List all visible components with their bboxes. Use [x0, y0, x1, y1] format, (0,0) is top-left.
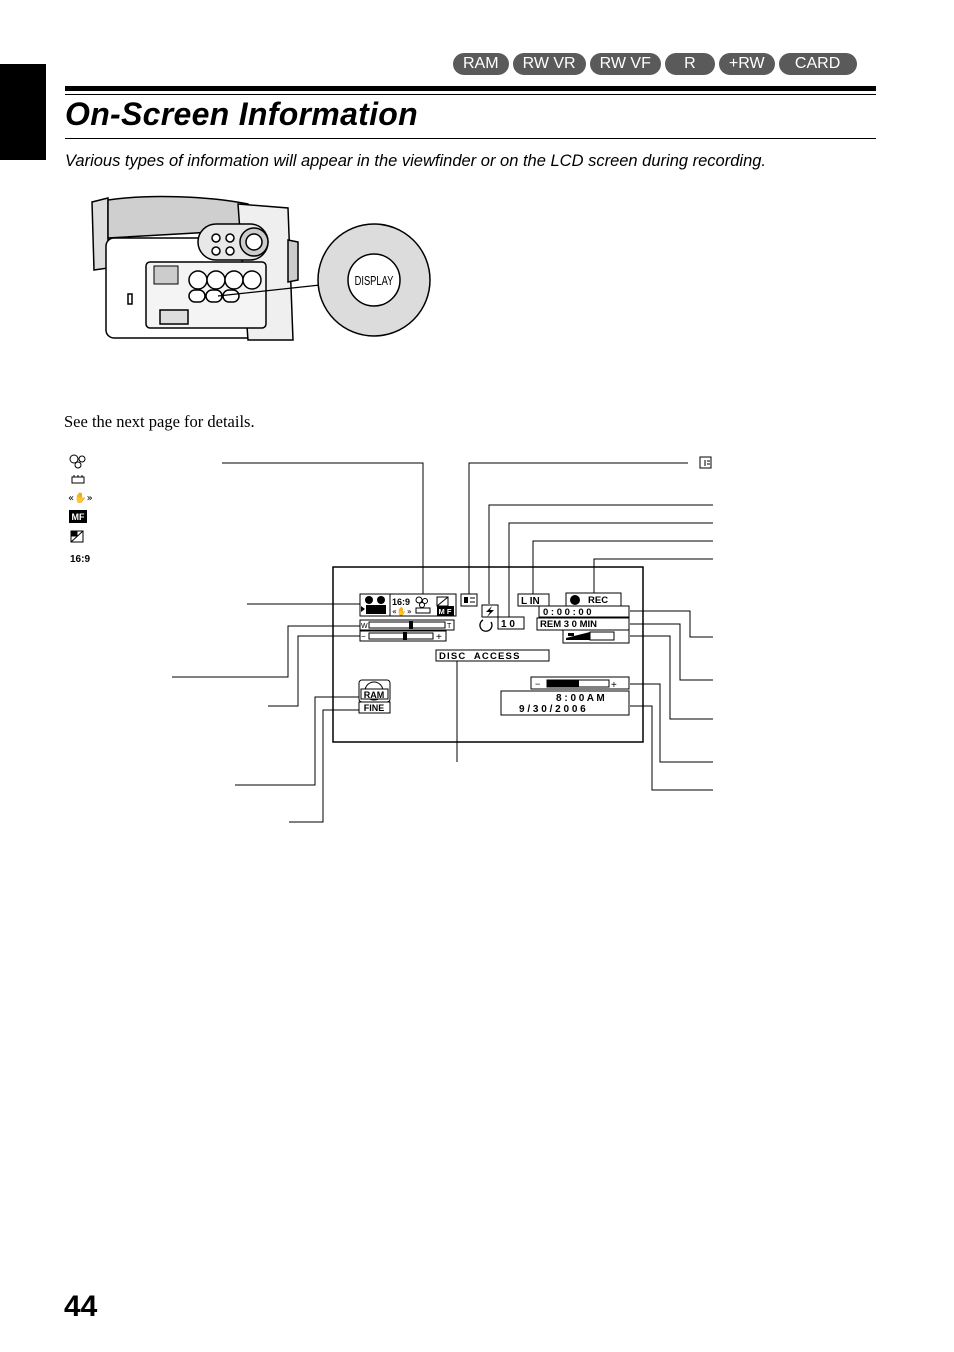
picture-effect-icon — [70, 530, 84, 543]
section-tab — [0, 64, 46, 160]
svg-text:W: W — [361, 623, 368, 630]
widescreen-indicator: 16:9 — [392, 597, 410, 607]
svg-text:RAM: RAM — [364, 690, 385, 700]
svg-text:−: − — [361, 632, 366, 641]
svg-text:T: T — [447, 623, 452, 630]
tab-card: CARD — [778, 53, 857, 75]
svg-text:9 / 3 0 / 2 0 0 6: 9 / 3 0 / 2 0 0 6 — [519, 704, 586, 715]
svg-text:16:9: 16:9 — [70, 554, 90, 565]
disc-type-indicator: RAM — [358, 679, 391, 703]
svg-text:MF: MF — [72, 512, 85, 522]
svg-text:FINE: FINE — [364, 703, 385, 713]
backlight-icon — [71, 475, 85, 484]
lcd-frame — [332, 566, 644, 743]
memory-card-icon — [699, 456, 712, 469]
line-input-indicator: L IN — [517, 593, 550, 607]
tab-plus-rw: +RW — [718, 53, 775, 75]
remaining-time: REM 3 0 MIN — [536, 617, 630, 631]
svg-text:0 : 0 0 : 0 0: 0 : 0 0 : 0 0 — [543, 607, 592, 618]
image-stabilizer-icon: «✋» — [68, 491, 92, 504]
volume-bar: − + — [530, 676, 630, 691]
intro-text: Various types of information will appear… — [65, 152, 767, 170]
format-tabs: RAM RW VR RW VF R +RW CARD — [453, 53, 857, 75]
see-next-page-text: See the next page for details. — [64, 412, 255, 431]
header-rule — [65, 86, 876, 91]
quality-indicator: FINE — [358, 701, 391, 714]
tab-r: R — [664, 53, 715, 75]
function-icon-list: «✋» MF 16:9 — [68, 454, 92, 565]
recording-indicator: REC — [565, 592, 622, 607]
widescreen-16-9-icon: 16:9 — [70, 554, 90, 565]
svg-text:+: + — [436, 632, 442, 643]
camcorder-illustration: DISPLAY — [91, 195, 431, 341]
svg-text:REC: REC — [588, 595, 608, 606]
zoom-bar: W T — [359, 619, 455, 631]
program-ae-icon — [359, 593, 391, 617]
display-button-label: DISPLAY — [355, 275, 394, 289]
page-title: On-Screen Information — [65, 96, 419, 132]
svg-text:DISC ACCESS: DISC ACCESS — [439, 651, 521, 662]
manual-focus-indicator: M F — [439, 607, 452, 616]
tab-rw-vr: RW VR — [512, 53, 586, 75]
tab-ram: RAM — [453, 53, 509, 75]
flash-icon — [481, 604, 499, 618]
date-time-display: 8 : 0 0 A M 9 / 3 0 / 2 0 0 6 — [500, 690, 630, 716]
svg-text:REM 3 0 MIN: REM 3 0 MIN — [540, 619, 597, 630]
self-timer-indicator: 1 0 — [479, 616, 525, 632]
page-number: 44 — [64, 1290, 98, 1323]
tab-rw-vf: RW VF — [589, 53, 661, 75]
exposure-bar: − + — [359, 630, 447, 643]
svg-text:«✋»: «✋» — [68, 491, 92, 504]
svg-text:«✋»: «✋» — [392, 606, 412, 616]
card-indicator-icon — [460, 593, 478, 607]
svg-text:L IN: L IN — [521, 596, 540, 607]
manual-focus-icon: MF — [69, 510, 87, 523]
face-detect-icon — [69, 454, 86, 469]
svg-text:8 : 0 0 A M: 8 : 0 0 A M — [556, 693, 605, 704]
time-counter: 0 : 0 0 : 0 0 — [538, 605, 630, 618]
svg-text:−: − — [535, 679, 540, 689]
function-status-strip: 16:9 «✋» M F — [389, 593, 457, 617]
title-rule — [65, 138, 876, 139]
header-rule-thin — [65, 94, 876, 95]
battery-indicator — [562, 629, 630, 644]
disc-access-indicator: DISC ACCESS — [435, 649, 550, 662]
svg-text:1 0: 1 0 — [501, 619, 515, 630]
svg-text:+: + — [611, 680, 617, 691]
